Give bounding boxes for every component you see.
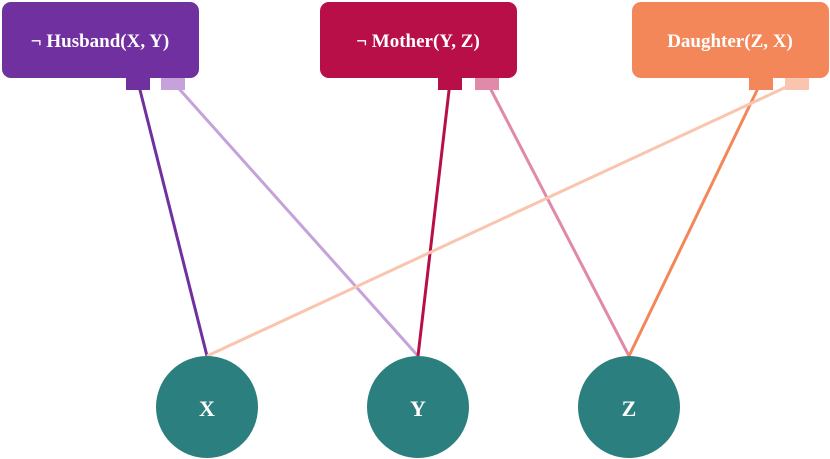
variable-circle-x bbox=[156, 356, 258, 458]
edge-c3-to-x bbox=[206, 80, 798, 358]
variable-node-y: Y bbox=[367, 356, 469, 458]
ports-layer bbox=[126, 76, 809, 90]
clause-box-husband bbox=[2, 2, 199, 78]
port-c1-1 bbox=[161, 76, 185, 90]
variable-circle-y bbox=[367, 356, 469, 458]
edge-c2-to-y bbox=[416, 81, 452, 357]
clause-node-daughter: Daughter(Z, X) bbox=[632, 2, 829, 78]
edge-c2-to-z bbox=[485, 81, 631, 357]
port-c2-0 bbox=[438, 76, 462, 90]
edge-c1-to-x bbox=[136, 81, 209, 357]
variable-label-z: Z bbox=[622, 396, 637, 421]
clause-box-mother bbox=[320, 2, 517, 78]
clause-label-daughter: Daughter(Z, X) bbox=[667, 31, 793, 52]
port-c3-1 bbox=[785, 76, 809, 90]
clause-node-husband: ¬ Husband(X, Y) bbox=[2, 2, 199, 78]
variable-label-y: Y bbox=[410, 396, 426, 421]
clause-box-daughter bbox=[632, 2, 829, 78]
port-c2-1 bbox=[475, 76, 499, 90]
clause-label-husband: ¬ Husband(X, Y) bbox=[31, 31, 169, 52]
variable-node-x: X bbox=[156, 356, 258, 458]
edges-layer bbox=[136, 80, 798, 358]
edge-c3-to-z bbox=[627, 81, 763, 357]
edge-c1-to-y bbox=[171, 81, 420, 357]
clause-label-mother: ¬ Mother(Y, Z) bbox=[356, 31, 480, 52]
clause-node-mother: ¬ Mother(Y, Z) bbox=[320, 2, 517, 78]
variable-label-x: X bbox=[199, 396, 215, 421]
variable-circle-z bbox=[578, 356, 680, 458]
variable-node-z: Z bbox=[578, 356, 680, 458]
port-c3-0 bbox=[749, 76, 773, 90]
port-c1-0 bbox=[126, 76, 150, 90]
